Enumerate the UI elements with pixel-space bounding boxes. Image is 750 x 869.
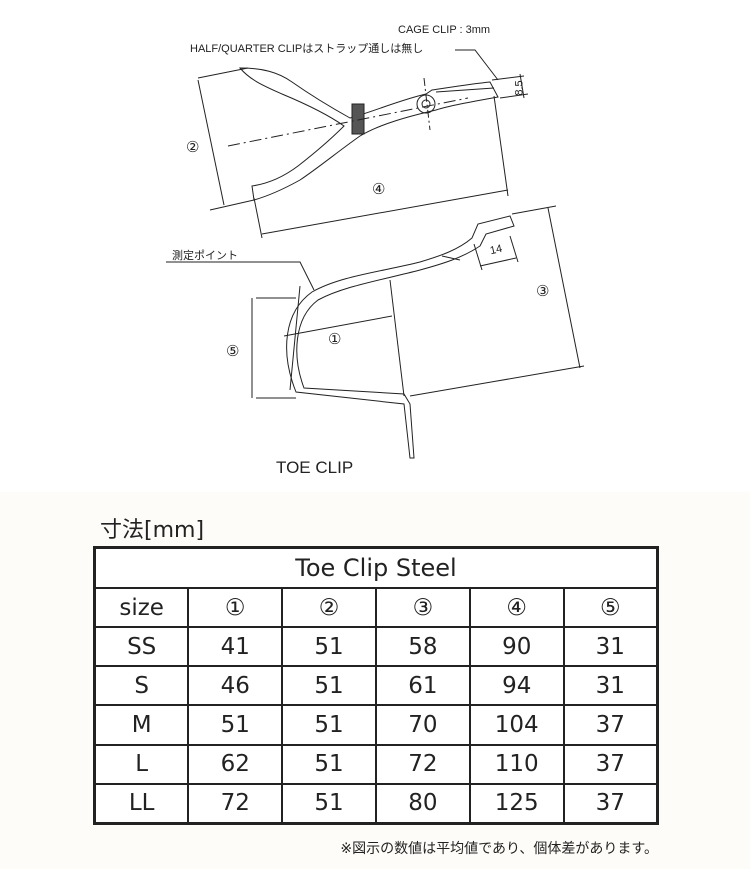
diagram-area — [0, 0, 750, 492]
half-quarter-clip-note: HALF/QUARTER CLIPはストラップ通しは無し — [190, 43, 424, 55]
table-cell: 90 — [468, 626, 565, 668]
marker-5: ⑤ — [226, 343, 240, 360]
table-cell: 70 — [374, 704, 471, 746]
measure-point-label: 測定ポイント — [172, 250, 238, 262]
marker-1: ① — [328, 331, 342, 348]
dim-85-line — [519, 73, 525, 99]
dim-3-line — [547, 207, 581, 369]
table-cell: 94 — [468, 665, 565, 707]
table-cell: 51 — [187, 704, 284, 746]
table-cell: LL — [93, 782, 190, 825]
table-cell: 46 — [187, 665, 284, 707]
column-header: ① — [187, 586, 284, 629]
center-line — [227, 97, 469, 147]
table-cell: S — [93, 665, 190, 707]
table-cell: 31 — [562, 626, 659, 668]
footnote: ※図示の数値は平均値であり、個体差があります。 — [340, 841, 658, 857]
table-cell: 80 — [374, 782, 471, 825]
table-cell: 51 — [281, 782, 377, 825]
table-cell: 37 — [562, 782, 659, 825]
marker-3: ③ — [536, 283, 550, 300]
table-row: LL 72 51 80 125 37 — [93, 782, 659, 825]
table-title-row: Toe Clip Steel — [93, 546, 659, 589]
table-cell: 110 — [468, 743, 565, 785]
table-cell: 104 — [468, 704, 565, 746]
table-cell: 72 — [374, 743, 471, 785]
column-header: ⑤ — [562, 586, 659, 629]
table-cell: L — [93, 743, 190, 785]
table-title: Toe Clip Steel — [93, 546, 659, 589]
rivet-inner — [421, 99, 431, 109]
table-cell: 31 — [562, 665, 659, 707]
toe-clip-drawing — [166, 49, 585, 459]
table-cell: 37 — [562, 743, 659, 785]
column-header: ③ — [374, 586, 471, 629]
table-cell: 41 — [187, 626, 284, 668]
dimensions-table: Toe Clip Steel size ① ② ③ ④ ⑤ SS 41 51 5… — [93, 546, 659, 825]
table-cell: 58 — [374, 626, 471, 668]
dimensions-heading: 寸法[mm] — [100, 518, 205, 543]
marker-4: ④ — [372, 181, 386, 198]
table-cell: M — [93, 704, 190, 746]
dim-14-label: 14 — [488, 242, 504, 258]
dim-1-line — [283, 315, 393, 337]
table-cell: 125 — [468, 782, 565, 825]
table-row: S 46 51 61 94 31 — [93, 665, 659, 707]
dim-4-line — [261, 189, 509, 235]
dim-14-line — [479, 257, 517, 267]
clip-top-view-outline — [238, 67, 499, 201]
cage-clip-note: CAGE CLIP : 3mm — [398, 24, 491, 36]
table-cell: 51 — [281, 704, 377, 746]
dim-85-label: 8.5 — [513, 80, 526, 96]
dim-2-line — [197, 79, 225, 206]
table-cell: 62 — [187, 743, 284, 785]
table-header-row: size ① ② ③ ④ ⑤ — [93, 586, 659, 629]
note-leader — [455, 49, 499, 81]
table-cell: 37 — [562, 704, 659, 746]
marker-2: ② — [186, 139, 200, 156]
clip-side-view-outline — [286, 215, 515, 459]
table-cell: 51 — [281, 743, 377, 785]
table-cell: 61 — [374, 665, 471, 707]
column-header: ④ — [468, 586, 565, 629]
table-row: M 51 51 70 104 37 — [93, 704, 659, 746]
table-cell: SS — [93, 626, 190, 668]
table-cell: 72 — [187, 782, 284, 825]
table-cell: 51 — [281, 626, 377, 668]
toe-clip-caption: TOE CLIP — [276, 458, 354, 477]
table-row: L 62 51 72 110 37 — [93, 743, 659, 785]
column-header: size — [93, 586, 190, 629]
column-header: ② — [281, 586, 377, 629]
strap-slot-line — [435, 87, 495, 93]
table-cell: 51 — [281, 665, 377, 707]
table-row: SS 41 51 58 90 31 — [93, 626, 659, 668]
measure-point-leader — [166, 261, 315, 291]
